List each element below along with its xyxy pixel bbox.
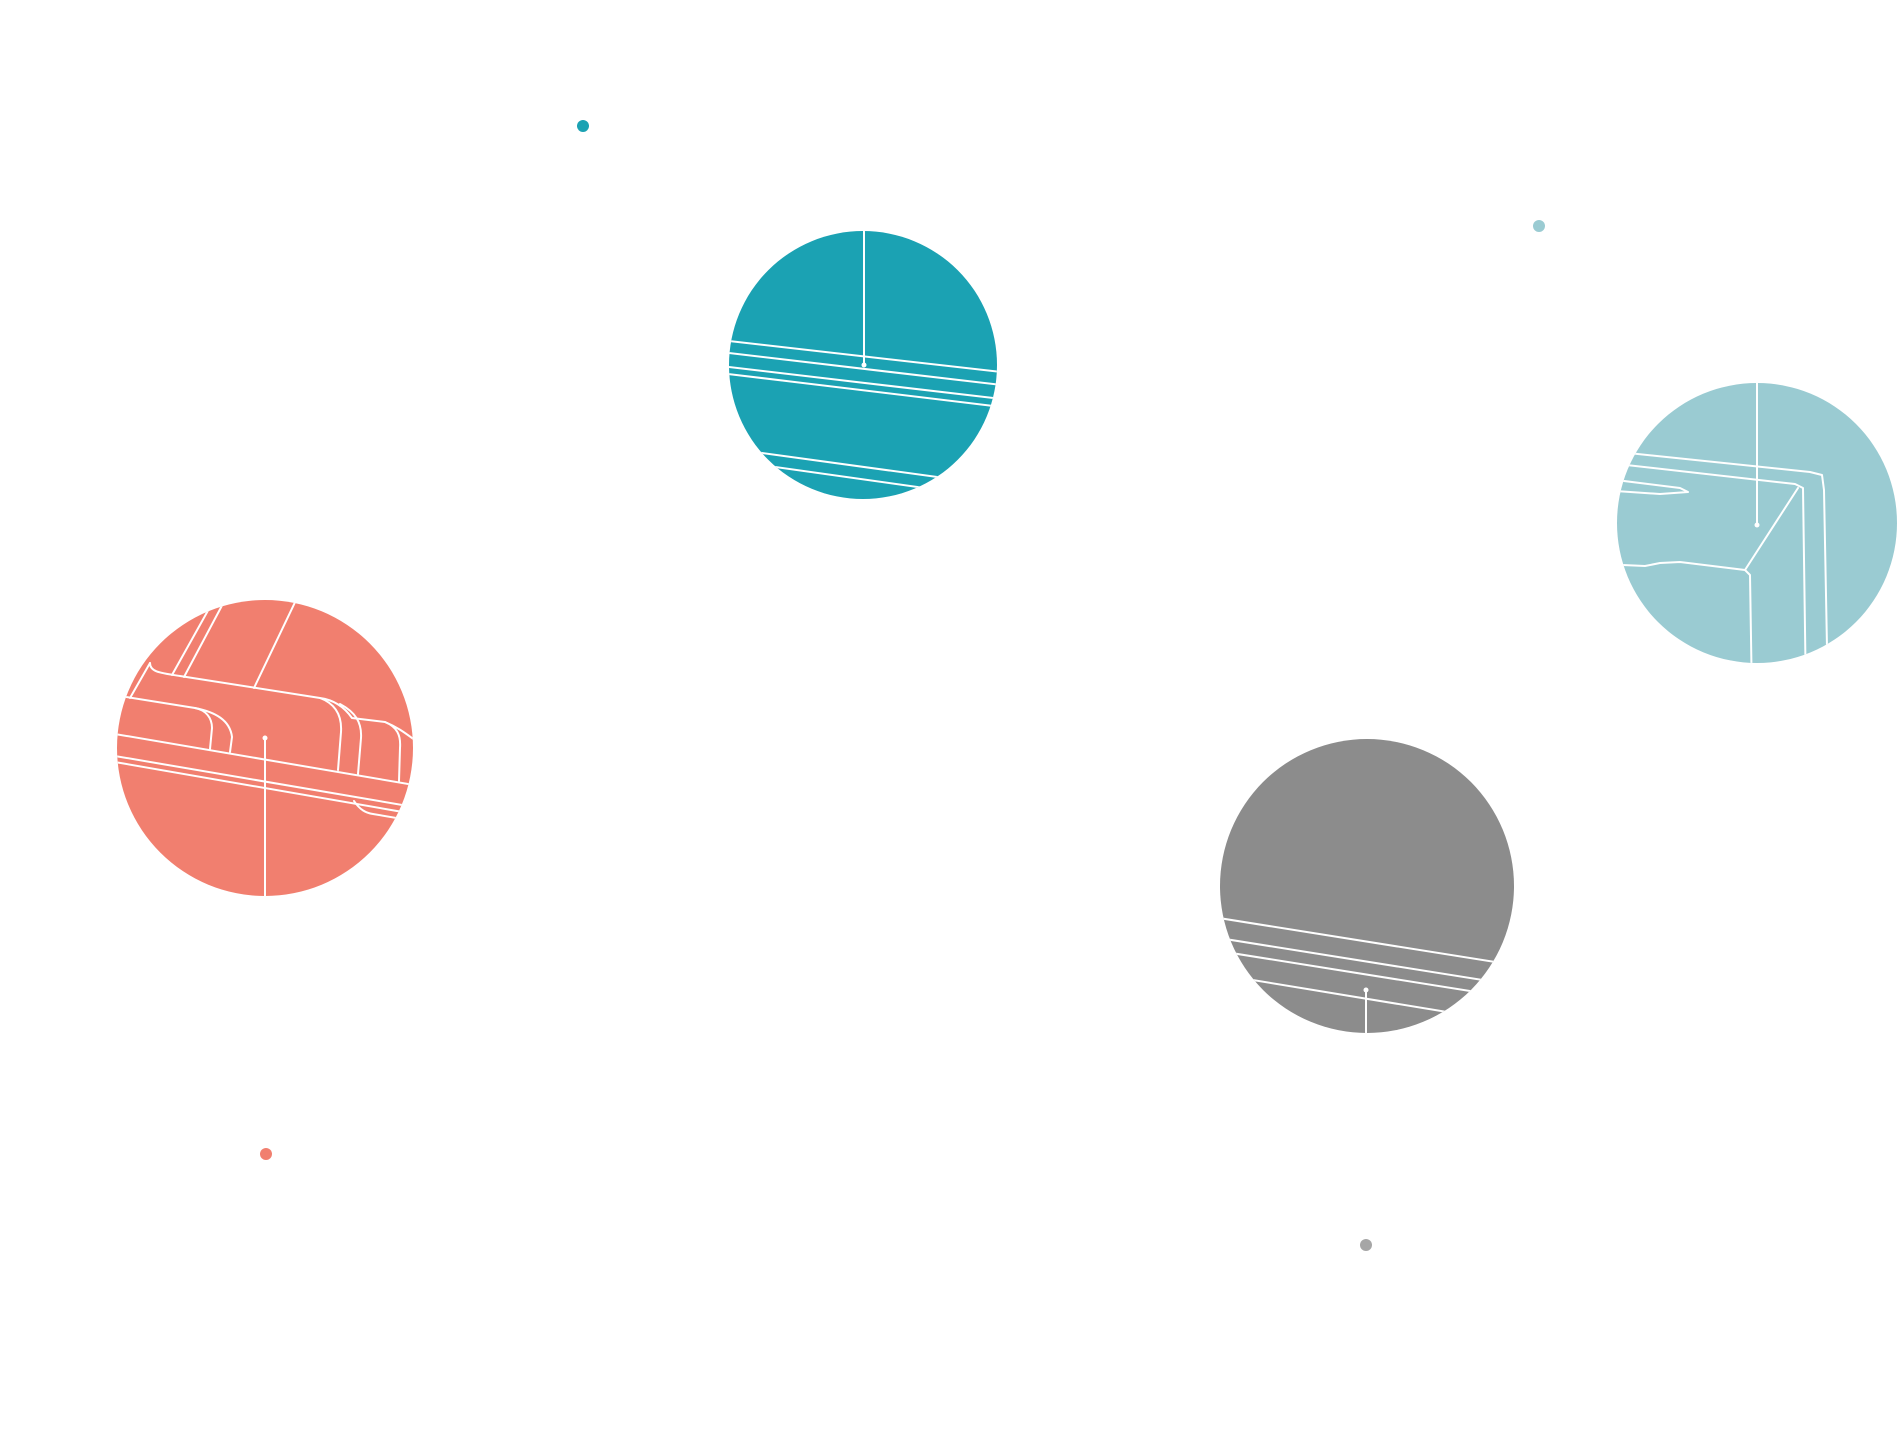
teal-callout [729,231,997,499]
coral-callout [117,600,413,896]
coral-indicator-dot [260,1148,272,1160]
base-edge-detail [1220,914,1514,1033]
gray-callout-circle [1220,739,1514,1033]
teal-indicator-dot [577,120,589,132]
gray-indicator-dot [1360,1239,1372,1251]
frame-corner-detail [1617,383,1829,663]
light-blue-callout [1617,383,1897,663]
sofa-cushion-detail [117,600,413,896]
light-blue-indicator-dot [1533,220,1545,232]
gray-callout [1220,739,1514,1033]
